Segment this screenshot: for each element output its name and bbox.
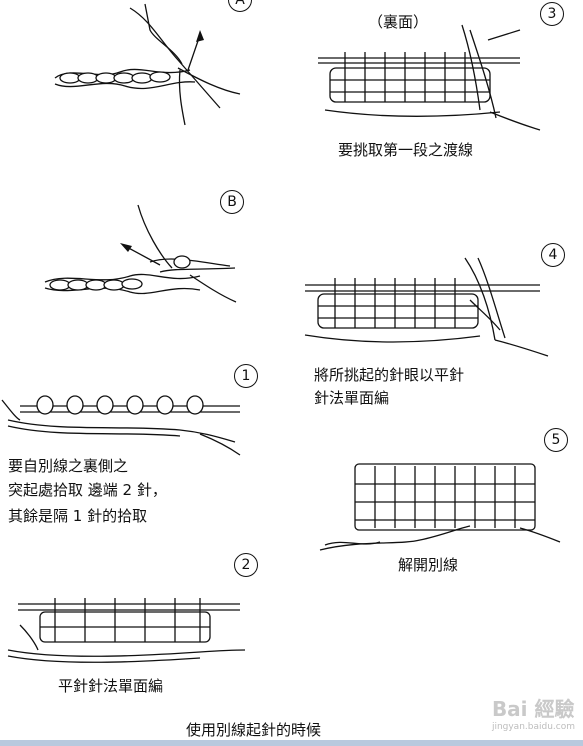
- reverse-side-label: （裏面）: [368, 13, 429, 31]
- marker-step-5: 5: [544, 428, 568, 452]
- footer-title: 使用別線起針的時候: [186, 721, 322, 739]
- watermark-url: jingyan.baidu.com: [491, 722, 575, 732]
- step-4-caption-line-1: 將所挑起的針眼以平針: [314, 366, 465, 384]
- marker-step-2: 2: [234, 553, 258, 577]
- figure-1-pickup: [1, 395, 241, 456]
- step-4-caption-line-2: 針法單面編: [314, 389, 390, 407]
- bottom-border: [0, 740, 583, 746]
- step-2-caption: 平針針法單面編: [58, 677, 164, 695]
- watermark-brand: Bai 經驗: [491, 697, 575, 721]
- figure-3-fabric: [318, 24, 541, 131]
- marker-step-1-label: 1: [241, 368, 251, 384]
- figure-b-chain: [44, 204, 237, 303]
- marker-b: B: [220, 190, 244, 214]
- step-5-caption: 解開別線: [398, 556, 459, 574]
- marker-a-label: A: [235, 0, 245, 8]
- marker-step-4-label: 4: [548, 247, 558, 263]
- figure-2-fabric: [7, 598, 246, 663]
- step-1-caption-line-2: 突起處拾取 邊端 2 針，: [8, 481, 167, 499]
- marker-step-3: 3: [540, 2, 564, 26]
- marker-step-2-label: 2: [241, 557, 251, 573]
- figure-5-fabric: [319, 463, 561, 551]
- marker-step-3-label: 3: [547, 6, 557, 22]
- figure-a-chain: [54, 3, 241, 126]
- step-1-caption-line-3: 其餘是隔 1 針的拾取: [8, 507, 148, 525]
- marker-step-5-label: 5: [551, 432, 561, 448]
- marker-b-label: B: [227, 194, 237, 210]
- step-3-caption: 要挑取第一段之渡線: [338, 141, 474, 159]
- baidu-watermark: Bai 經驗 jingyan.baidu.com: [492, 693, 575, 732]
- step-1-caption-line-1: 要自別線之裏側之: [8, 457, 129, 475]
- marker-step-4: 4: [541, 243, 565, 267]
- marker-step-1: 1: [234, 364, 258, 388]
- figure-4-fabric: [304, 257, 549, 357]
